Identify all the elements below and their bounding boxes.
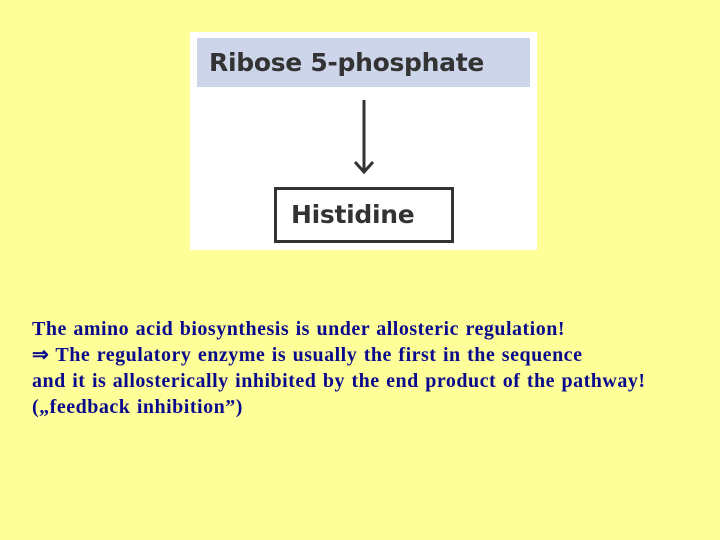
caption-line-2: ⇒ The regulatory enzyme is usually the f… [32, 344, 583, 366]
pathway-diagram-panel: Ribose 5-phosphate Histidine [190, 32, 537, 250]
explanation-text: The amino acid biosynthesis is under all… [32, 316, 720, 420]
caption-line-1: The amino acid biosynthesis is under all… [32, 318, 566, 340]
caption-line-4: („feedback inhibition”) [32, 396, 243, 418]
down-arrow-icon [353, 100, 375, 174]
product-metabolite-box: Histidine [274, 187, 454, 243]
source-metabolite-box: Ribose 5-phosphate [197, 38, 530, 87]
caption-line-3: and it is allosterically inhibited by th… [32, 370, 646, 392]
